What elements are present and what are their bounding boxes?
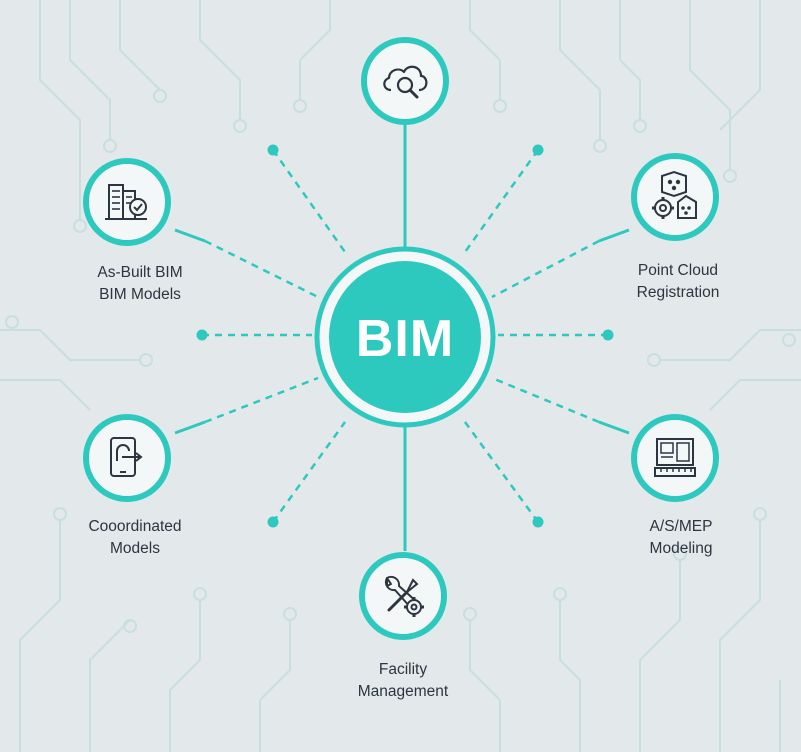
spoke-endpoints bbox=[196, 144, 614, 528]
node-coordinated-models[interactable] bbox=[83, 414, 171, 502]
node-mep-modeling[interactable] bbox=[631, 414, 719, 502]
bim-hub bbox=[314, 246, 496, 428]
tablet-arrow-icon bbox=[110, 437, 143, 477]
building-check-icon bbox=[105, 184, 147, 220]
spokes bbox=[174, 125, 630, 551]
cloud-search-icon bbox=[383, 65, 428, 99]
point-cloud-registration-icon bbox=[652, 170, 697, 219]
wrench-gear-icon bbox=[384, 575, 424, 617]
label-coordinated-models: Cooordinated Models bbox=[88, 518, 182, 557]
node-facility-management[interactable] bbox=[359, 552, 447, 640]
circuit-dots bbox=[5, 89, 796, 633]
bim-hub-label: BIM bbox=[355, 310, 455, 368]
label-as-built-bim: As-Built BIM BIM Models bbox=[97, 264, 183, 303]
label-mep-modeling: A/S/MEP Modeling bbox=[649, 518, 713, 557]
dashed-spokes bbox=[202, 149, 608, 523]
node-as-built-bim[interactable] bbox=[83, 158, 171, 246]
node-point-cloud-registration[interactable] bbox=[631, 153, 719, 241]
node-cloud-search[interactable] bbox=[361, 37, 449, 125]
label-facility-management: Facility Management bbox=[357, 661, 449, 700]
label-point-cloud-registration: Point Cloud Registration bbox=[636, 262, 720, 301]
floor-plan-icon bbox=[654, 438, 696, 477]
